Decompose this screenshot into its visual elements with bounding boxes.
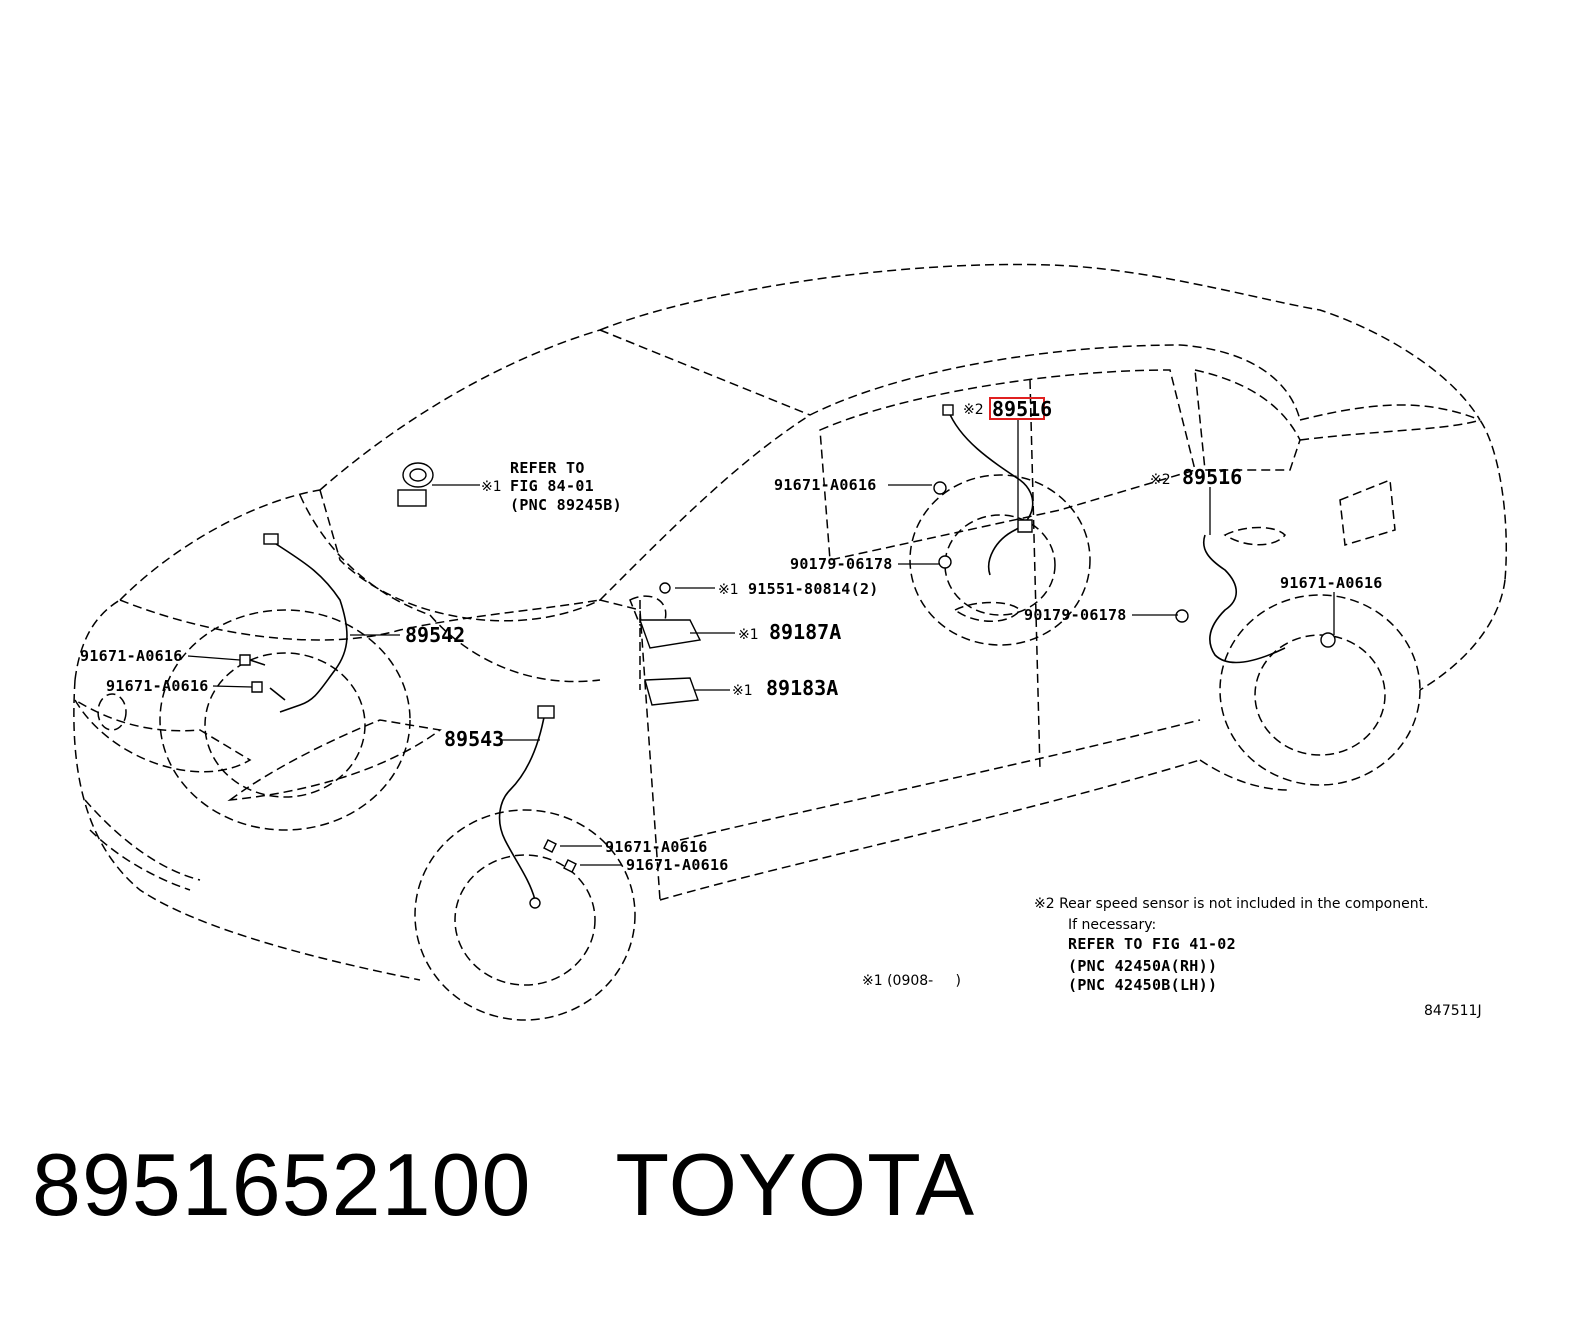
- car-body-outline: [73, 263, 1508, 981]
- label-90179-rear-lh[interactable]: 90179-06178: [790, 555, 893, 573]
- note-2-line-1: ※2 Rear speed sensor is not included in …: [1034, 896, 1429, 912]
- label-91671-rear-lh[interactable]: 91671-A0616: [774, 476, 877, 494]
- label-91671-front-rh-b[interactable]: 91671-A0616: [626, 856, 729, 874]
- note-2-line-4: (PNC 42450A(RH)): [1068, 957, 1217, 975]
- label-89516-right-marker: ※2: [1150, 472, 1171, 488]
- wheels: [159, 474, 1421, 1021]
- note-2-line-3: REFER TO FIG 41-02: [1068, 935, 1236, 953]
- label-91671-front-lh-b[interactable]: 91671-A0616: [106, 677, 209, 695]
- note-2-line-2: If necessary:: [1068, 917, 1156, 933]
- part-number: 8951652100: [32, 1135, 532, 1234]
- note-1: ※1 (0908- ): [862, 973, 961, 989]
- label-91671-front-lh-a[interactable]: 91671-A0616: [80, 647, 183, 665]
- label-89516-top[interactable]: 89516: [992, 397, 1052, 421]
- leader-lines: [187, 420, 1335, 866]
- figure-code: 847511J: [1424, 1003, 1482, 1019]
- label-90179-rear-rh[interactable]: 90179-06178: [1024, 606, 1127, 624]
- footer-caption: 8951652100 TOYOTA: [32, 1130, 975, 1240]
- label-89516-right[interactable]: 89516: [1182, 465, 1242, 489]
- notes-block: ※2 Rear speed sensor is not included in …: [862, 896, 1482, 1019]
- refer-to-line-3: (PNC 89245B): [510, 496, 622, 514]
- label-91551[interactable]: 91551-80814(2): [748, 580, 879, 598]
- label-91671-front-rh-a[interactable]: 91671-A0616: [605, 838, 708, 856]
- highlight-box: [989, 397, 1045, 420]
- label-89183a[interactable]: 89183A: [766, 676, 838, 700]
- refer-to-line-2: FIG 84-01: [510, 477, 594, 495]
- note-2-line-5: (PNC 42450B(LH)): [1068, 976, 1217, 994]
- sensors-and-harnesses: [239, 404, 1336, 909]
- label-89542[interactable]: 89542: [405, 623, 465, 647]
- label-91671-rear-rh[interactable]: 91671-A0616: [1280, 574, 1383, 592]
- label-89183a-marker: ※1: [732, 683, 753, 699]
- label-89543[interactable]: 89543: [444, 727, 504, 751]
- label-89516-marker: ※2: [963, 402, 984, 418]
- refer-to-marker: ※1: [481, 479, 502, 495]
- brand-name: TOYOTA: [615, 1135, 976, 1234]
- label-91551-marker: ※1: [718, 582, 739, 598]
- refer-to-line-1: REFER TO: [510, 459, 585, 477]
- callout-labels: REFER TO ※1 FIG 84-01 (PNC 89245B) ※2 89…: [80, 397, 1383, 874]
- label-89187a-marker: ※1: [738, 627, 759, 643]
- label-89187a[interactable]: 89187A: [769, 620, 841, 644]
